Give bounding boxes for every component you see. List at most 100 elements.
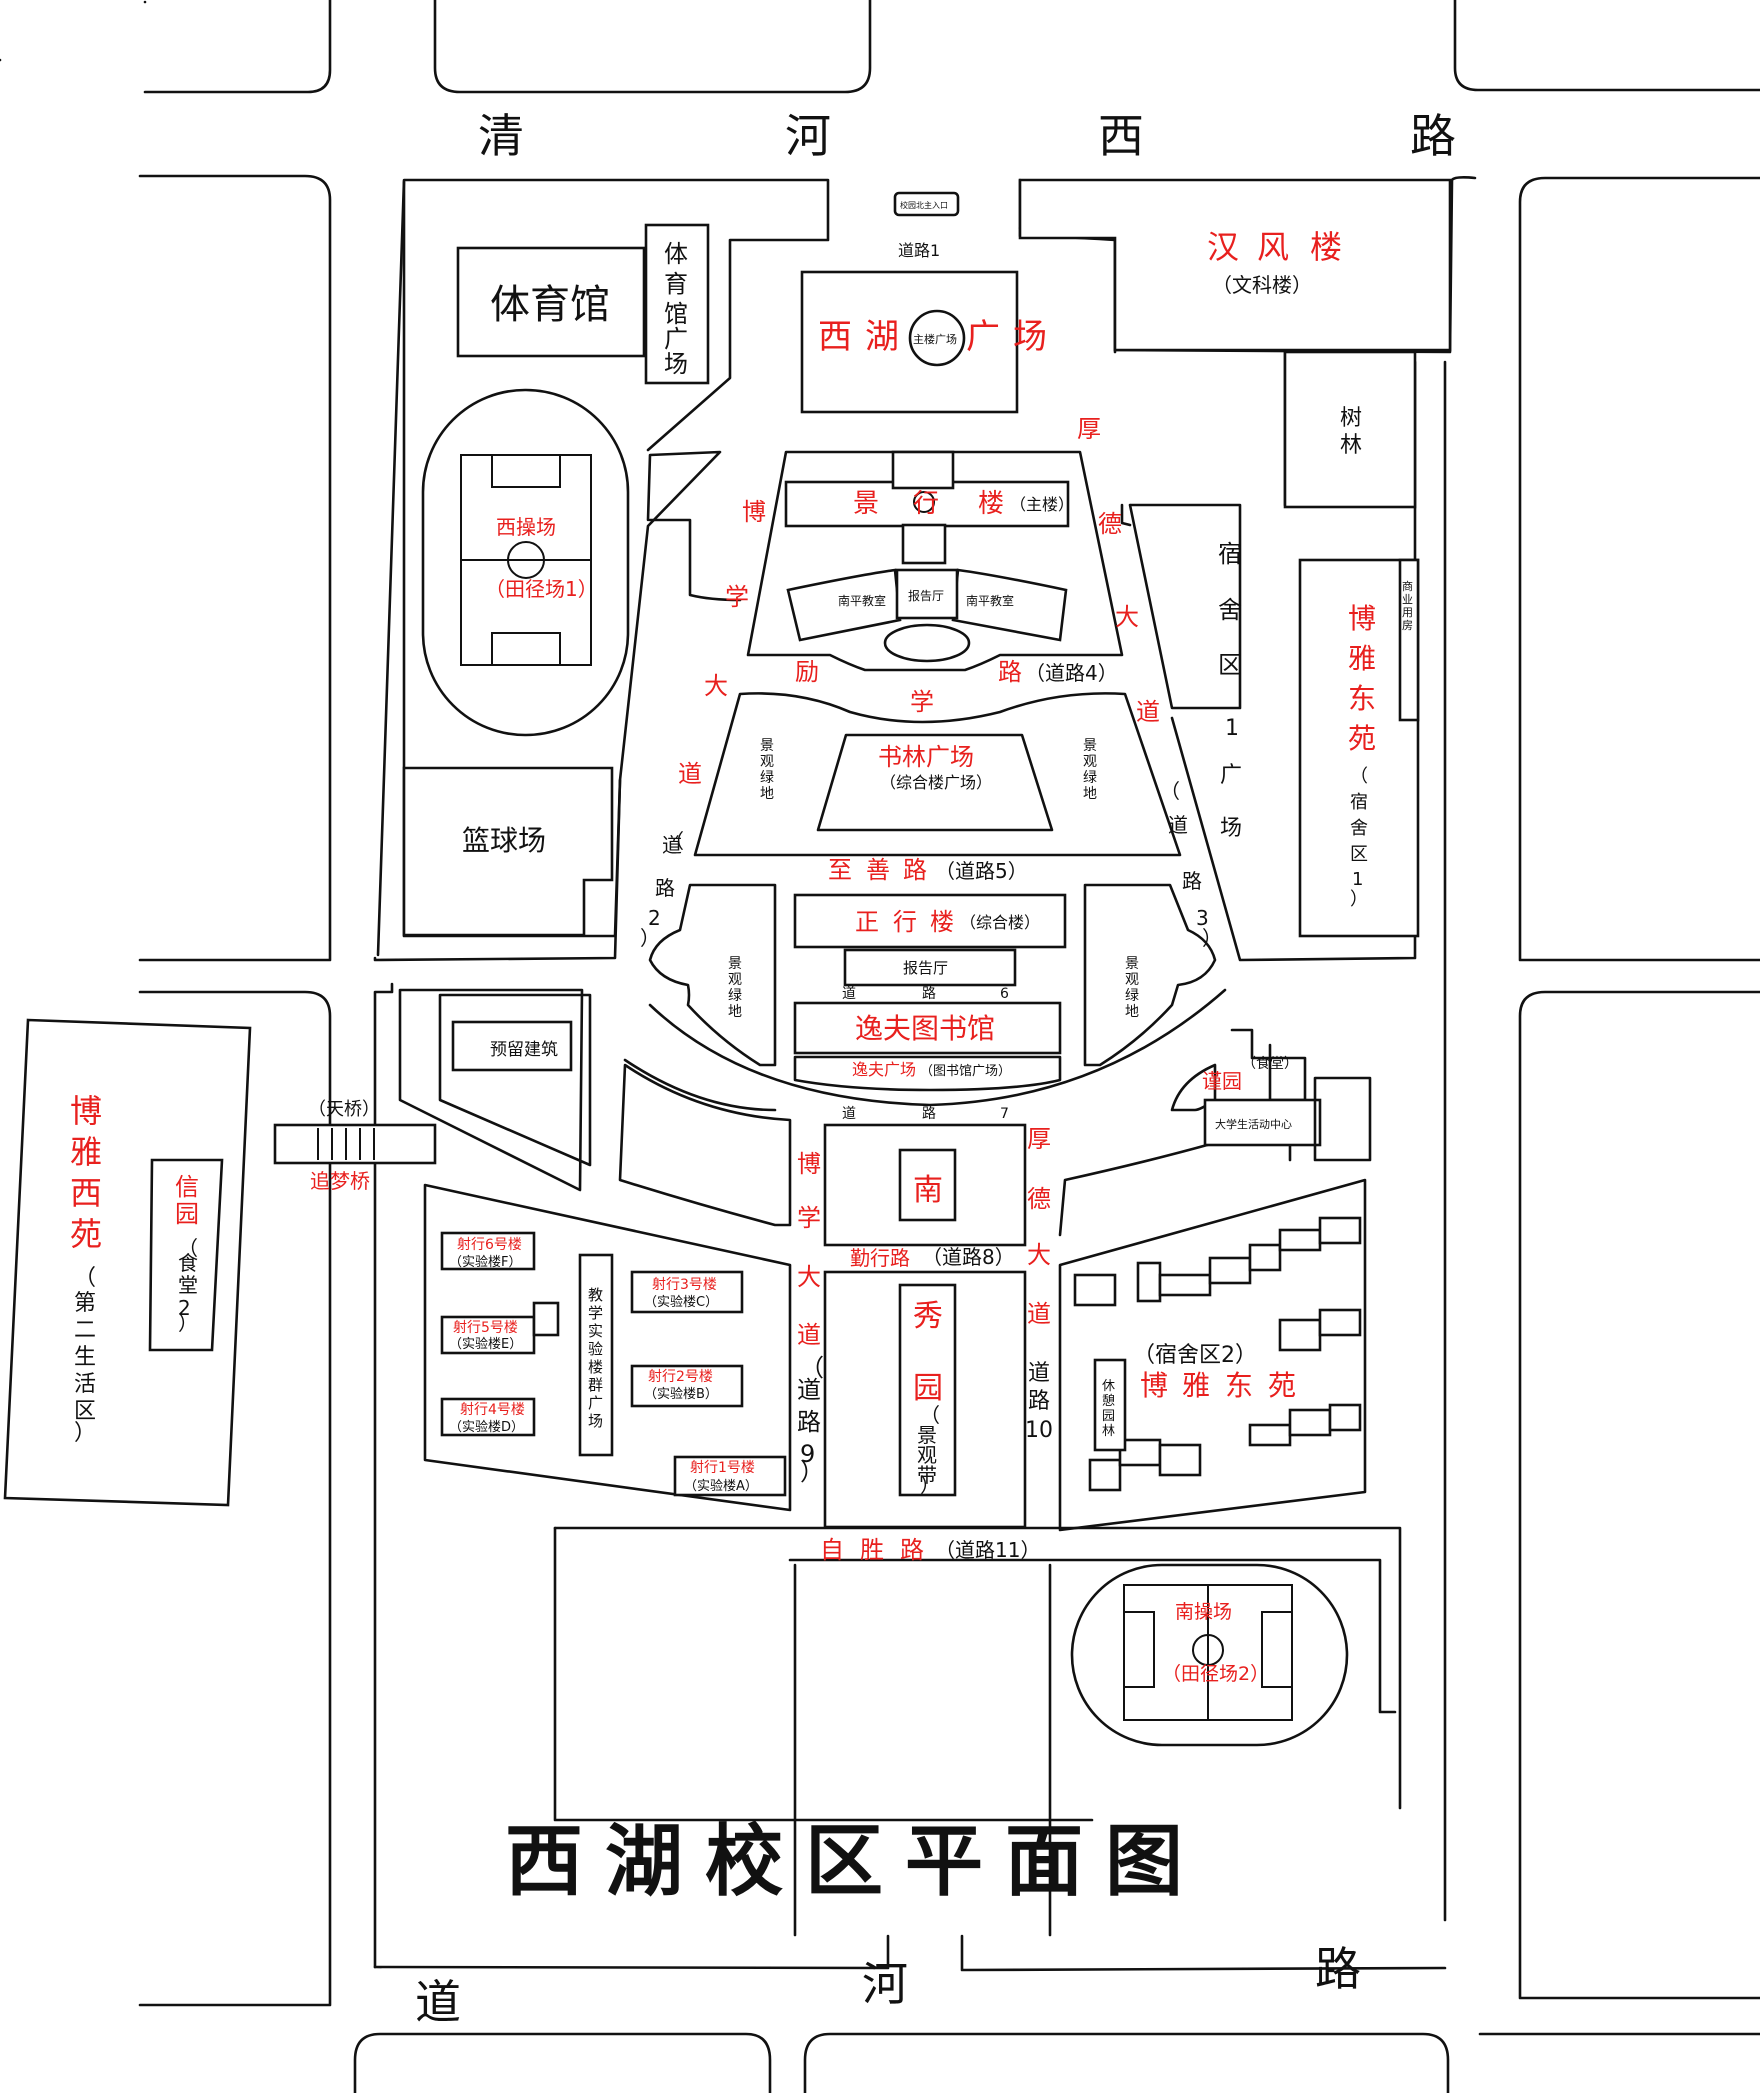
xinyuan-char: 信 <box>175 1173 199 1201</box>
boya-east-sub-char: （ <box>1350 766 1368 787</box>
road4-label: （道路4） <box>1025 661 1118 685</box>
teach-lab-char: 群 <box>588 1376 603 1394</box>
inner-blocks <box>273 180 1417 1937</box>
road11-label: （道路11） <box>935 1538 1040 1562</box>
landscape-char: 地 <box>1083 786 1097 802</box>
shexing4-label: 射行4号楼 <box>460 1402 525 1418</box>
lab-c <box>630 1270 744 1314</box>
boya-east-sub-char: 区 <box>1350 844 1368 865</box>
shop-char: 业 <box>1402 593 1413 606</box>
boya-west-sub-char: 区 <box>74 1399 96 1424</box>
rest-garden-char: 休 <box>1102 1379 1115 1394</box>
boya-east-sub-char: 宿 <box>1350 792 1368 813</box>
zhengxing-char: 行 <box>893 908 917 936</box>
landscape-char: 景 <box>1083 738 1097 754</box>
hanfeng-char: 汉 <box>1207 228 1239 266</box>
houde-char: 厚 <box>1077 415 1101 443</box>
landscape-char: 景 <box>1125 956 1139 972</box>
zhishan-char: 路 <box>903 856 927 884</box>
north-entrance <box>893 191 960 217</box>
road10-char: 路 <box>1028 1389 1050 1414</box>
map-title: 西湖校区平面图 <box>505 1816 1205 1907</box>
road10-char: 道 <box>1028 1361 1050 1386</box>
boxue-south-char: 博 <box>797 1150 821 1178</box>
gym-label: 体育馆 <box>490 282 610 328</box>
boya-east2-char: 苑 <box>1268 1369 1296 1402</box>
road2-char: 2 <box>648 906 661 930</box>
lixue-char: 路 <box>998 658 1022 686</box>
road-names: 清 河 西 路 道 河 路 <box>415 109 1456 2029</box>
gym-square-char: 广 <box>664 325 688 353</box>
nanping-e-label: 南平教室 <box>966 593 1014 608</box>
activity-label: 大学生活动中心 <box>1215 1117 1292 1131</box>
gym-square-char: 育 <box>664 270 688 298</box>
xiuyuan-sub-char: ） <box>920 1473 940 1497</box>
yifu-lib-label: 逸夫图书馆 <box>855 1012 995 1045</box>
landscape-char: 观 <box>1125 972 1139 988</box>
boya-east-sub-char: 舍 <box>1350 818 1368 839</box>
boya-west-sub-char: 活 <box>74 1372 96 1397</box>
landscape-char: 观 <box>760 754 774 770</box>
landscape-char: 绿 <box>1125 988 1139 1004</box>
dorm1-square-char: 场 <box>1220 816 1242 841</box>
xiuyuan-char: 秀 <box>913 1299 943 1334</box>
qinxing-label: 勤行路 <box>850 1246 910 1270</box>
dorm1-char: 区 <box>1218 651 1242 679</box>
shop-char: 房 <box>1402 619 1413 632</box>
west-track <box>421 388 630 737</box>
houde-south-char: 厚 <box>1027 1125 1051 1153</box>
shulin-label: 书林广场 <box>878 743 974 771</box>
zhengxing-char: 正 <box>855 908 879 936</box>
road6-char: 道 <box>842 986 856 1002</box>
shexing1-label: 射行1号楼 <box>690 1460 755 1476</box>
entrance-label: 校园北主入口 <box>900 200 948 210</box>
xinyuan-sub-char: ） <box>178 1311 198 1335</box>
south-track <box>1070 1563 1349 1747</box>
boya-west-sub-char: ） <box>74 1421 96 1446</box>
road2-char: 道 <box>662 833 682 857</box>
boya-east2-char: 博 <box>1140 1369 1168 1402</box>
teach-lab-char: 楼 <box>588 1358 603 1376</box>
shexing6-label: 射行6号楼 <box>457 1237 522 1253</box>
south-field-sub: （田径场2） <box>1162 1663 1269 1685</box>
road9-char: 路 <box>797 1408 821 1436</box>
woods-char: 树 <box>1340 406 1362 431</box>
xinyuan-char: 园 <box>175 1200 199 1228</box>
boxue-south-char: 道 <box>797 1321 821 1349</box>
shexing2-label: 射行2号楼 <box>648 1369 713 1385</box>
teach-lab-char: 学 <box>588 1304 603 1322</box>
rest-garden-char: 憩 <box>1102 1393 1115 1409</box>
west-field-label: 西操场 <box>496 515 556 539</box>
gym-building <box>456 246 646 358</box>
xinyuan-sub-char: 2 <box>178 1296 191 1320</box>
road2-char: 路 <box>655 876 675 900</box>
lab-d <box>440 1397 536 1437</box>
hanfeng-building <box>1018 178 1452 352</box>
road-south-char: 路 <box>1315 1942 1361 1996</box>
boya-west-sub-char: 第 <box>74 1291 96 1316</box>
lab-d-label: （实验楼D） <box>449 1419 524 1435</box>
road6-char: 路 <box>922 986 936 1002</box>
main-square-label: 主楼广场 <box>913 332 957 346</box>
teach-lab-char: 验 <box>588 1340 603 1358</box>
dorm1-char: 舍 <box>1218 596 1242 624</box>
xiuyuan-sub-char: 观 <box>917 1443 937 1467</box>
landscape-char: 景 <box>728 956 742 972</box>
boya-east2-char: 雅 <box>1182 1369 1210 1402</box>
boya-east-char: 雅 <box>1348 642 1376 675</box>
road8-label: （道路8） <box>922 1245 1015 1269</box>
jingxing-char: 楼 <box>978 489 1004 519</box>
xiuyuan-sub-char: 带 <box>917 1463 937 1487</box>
lab-a-label: （实验楼A） <box>684 1478 758 1494</box>
zhuimeng-label: 追梦桥 <box>310 1169 370 1193</box>
boya-west-char: 西 <box>70 1174 102 1212</box>
road9-char: （ <box>800 1354 824 1382</box>
nan-label: 南 <box>913 1173 943 1208</box>
skybridge-label: （天桥） <box>308 1099 380 1120</box>
zhishan-char: 善 <box>866 856 890 884</box>
road3-char: 路 <box>1182 869 1202 893</box>
boxue-char: 博 <box>742 498 766 526</box>
